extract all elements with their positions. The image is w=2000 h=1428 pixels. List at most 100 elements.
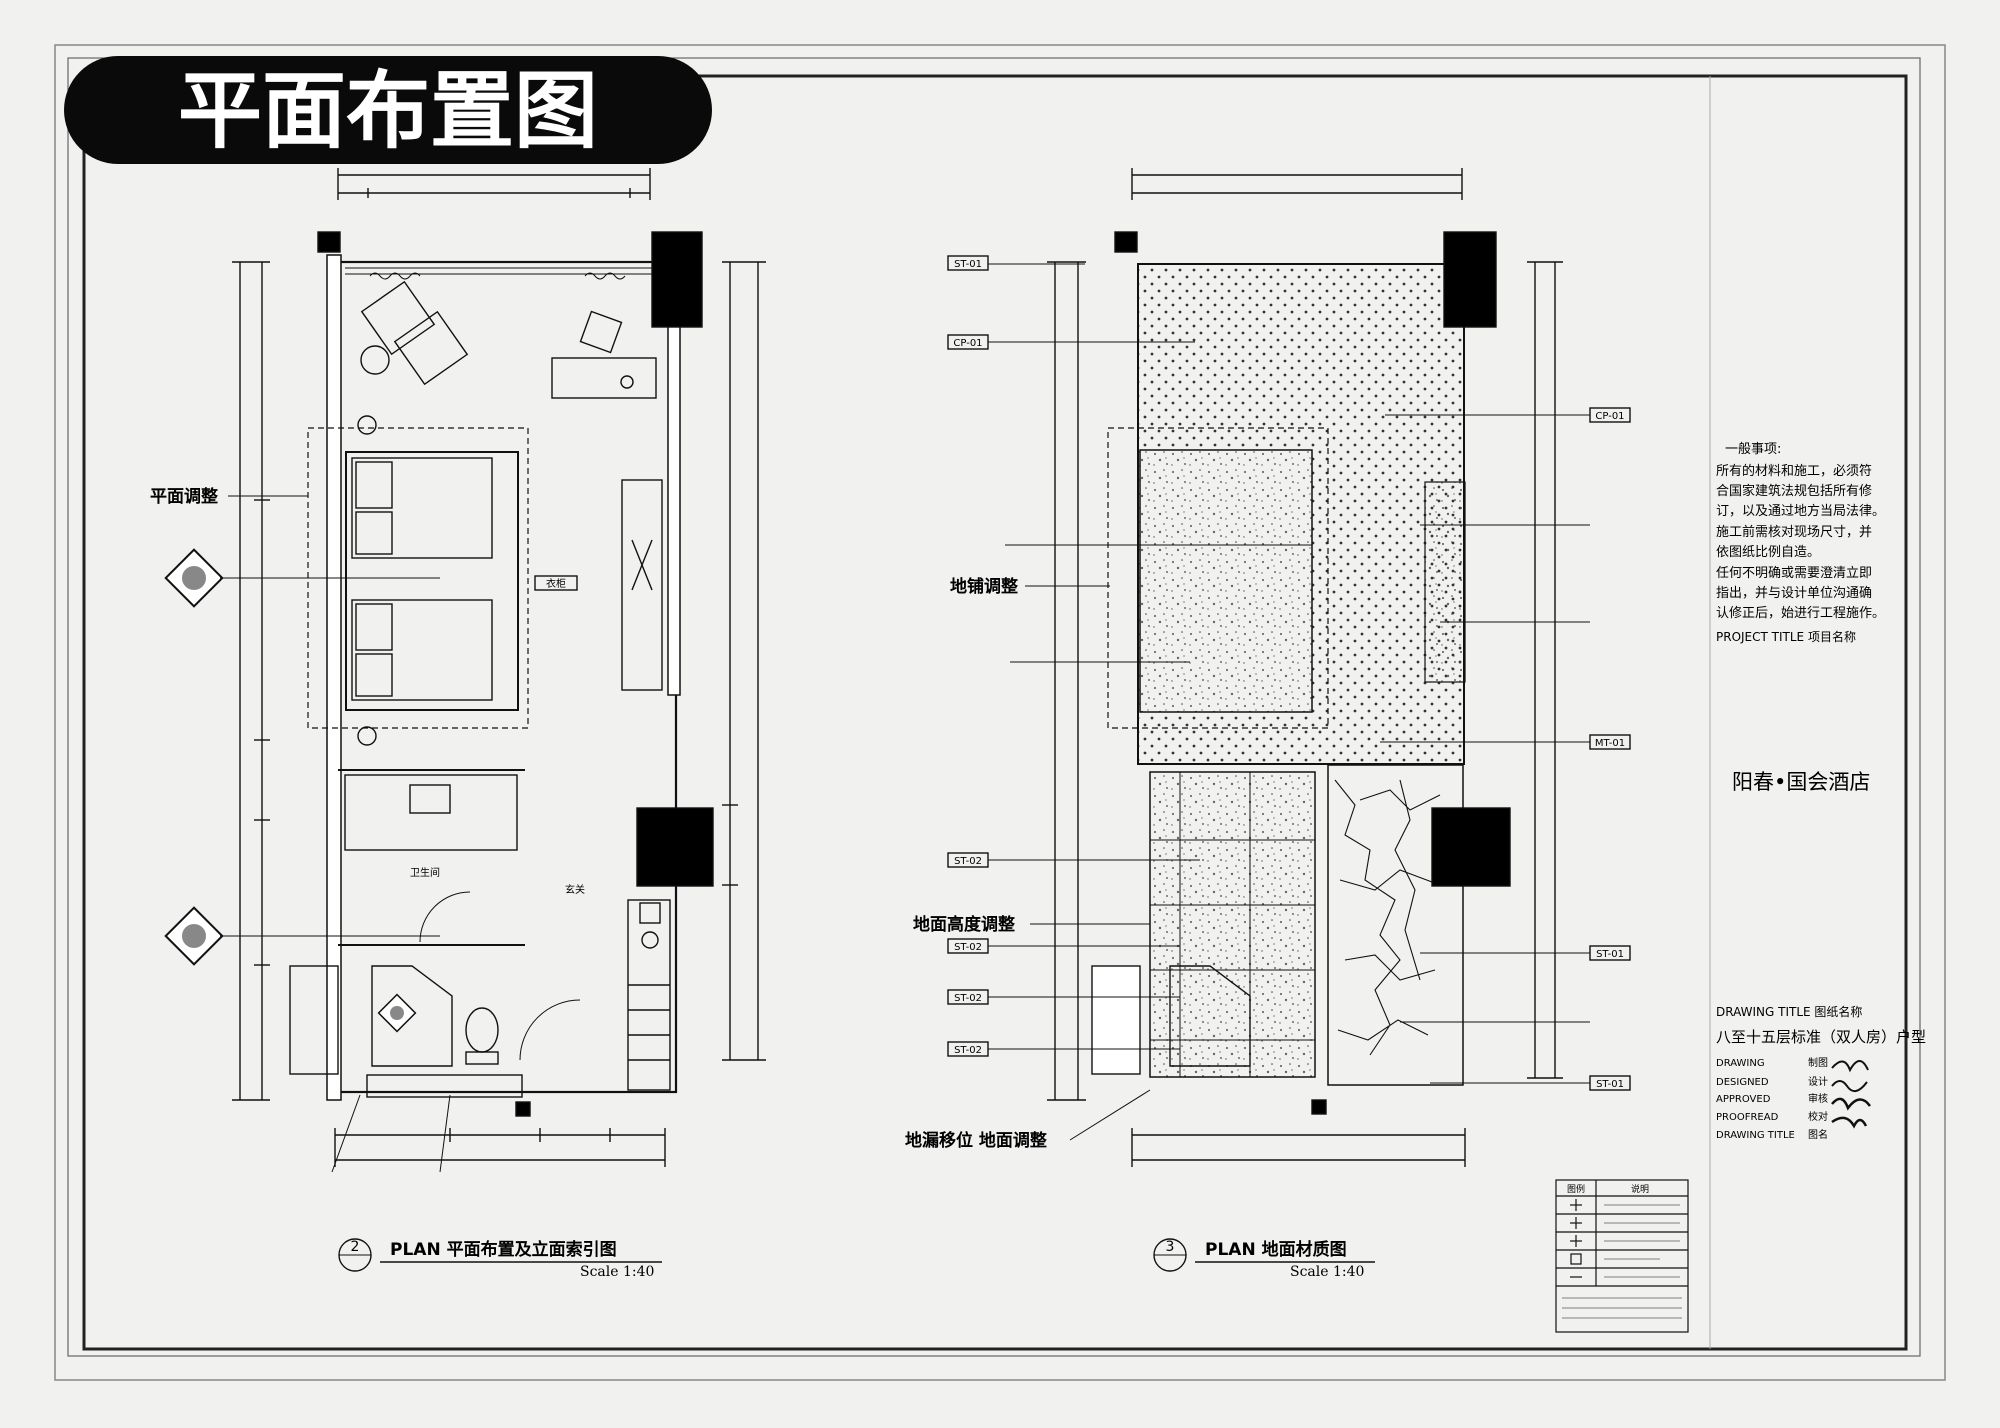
tb-row-cn: 制图 — [1808, 1056, 1828, 1069]
door-swing — [519, 999, 581, 1061]
marble-floor — [1327, 764, 1464, 1086]
notes-line: 依图纸比例自造。 — [1716, 545, 1820, 560]
plan-left — [164, 168, 766, 1272]
tb-row-label: PROOFREAD — [1716, 1112, 1779, 1123]
tb-row-label: APPROVED — [1716, 1094, 1771, 1105]
column — [636, 807, 714, 887]
tag-box — [1589, 734, 1631, 750]
stone-strip — [1424, 481, 1466, 683]
tb-row-cn: 审核 — [1808, 1092, 1828, 1105]
desk-chair — [579, 310, 623, 354]
label-bathroom: 卫生间 — [410, 866, 440, 879]
tag-box — [947, 255, 989, 271]
tag-box — [1589, 1075, 1631, 1091]
annotation-drain-move: 地漏移位 地面调整 — [905, 1130, 1047, 1151]
label-foyer: 玄关 — [565, 883, 585, 896]
shelf-unit — [627, 899, 671, 1091]
general-notes: 一般事项: 所有的材料和施工，必须符 合国家建筑法规包括所有修 订，以及通过地方… — [1716, 441, 1885, 621]
annotation-floor-height: 地面高度调整 — [913, 914, 1015, 935]
tb-row-cn: 设计 — [1808, 1075, 1828, 1088]
marble-veins — [1334, 779, 1441, 1056]
plan-left-number: 2 — [351, 1239, 360, 1255]
bed-2 — [351, 599, 493, 701]
annotation-plan-adjust: 平面调整 — [150, 486, 218, 507]
tag-cp-01: CP-01 — [953, 338, 982, 349]
tag-st-01: ST-01 — [1596, 1079, 1624, 1090]
tag-st-02: ST-02 — [954, 942, 982, 953]
column-cap — [317, 231, 341, 253]
basin — [409, 784, 451, 814]
legend-header: 说明 — [1631, 1183, 1649, 1195]
label-wardrobe: 衣柜 — [546, 577, 566, 590]
tag-box — [1589, 407, 1631, 423]
room-outline — [336, 260, 678, 1094]
notes-line: 订，以及通过地方当局法律。 — [1716, 503, 1885, 519]
desk — [551, 357, 657, 399]
notes-line: 施工前需核对现场尺寸，并 — [1716, 524, 1872, 540]
bed-1 — [351, 457, 493, 559]
pillow — [355, 511, 393, 555]
pillow — [355, 653, 393, 697]
tag-cp-01: CP-01 — [1595, 411, 1624, 422]
notes-line: 认修正后，始进行工程施作。 — [1716, 606, 1885, 621]
tb-row-cn: 图名 — [1808, 1128, 1828, 1141]
tag-box — [947, 989, 989, 1005]
door-swing — [419, 891, 471, 943]
notes-heading: 一般事项: — [1725, 441, 1781, 457]
notes-line: 任何不明确或需要澄清立即 — [1716, 565, 1872, 581]
notes-line: 所有的材料和施工，必须符 — [1716, 463, 1872, 479]
project-name: 阳春•国会酒店 — [1732, 770, 1870, 794]
tag-st-01: ST-01 — [954, 259, 982, 270]
plan-right — [947, 168, 1631, 1272]
banner-title: 平面布置图 — [178, 62, 598, 160]
pillow — [355, 603, 393, 651]
wardrobe — [621, 479, 663, 691]
shower-enclosure — [371, 965, 453, 1067]
tb-row-label: DRAWING — [1716, 1058, 1765, 1069]
tag-st-02: ST-02 — [954, 1045, 982, 1056]
outer-border — [54, 44, 1946, 1381]
tb-row-label: DRAWING TITLE — [1716, 1130, 1795, 1141]
signature — [1831, 1097, 1872, 1111]
tag-box — [1589, 945, 1631, 961]
tag-mt-01: MT-01 — [1595, 738, 1625, 749]
plan-left-title: PLAN 平面布置及立面索引图 — [390, 1239, 617, 1260]
project-label: PROJECT TITLE 项目名称 — [1716, 629, 1856, 644]
label-box — [534, 575, 578, 591]
plan-left-scale: Scale 1:40 — [580, 1264, 654, 1280]
toilet — [465, 1007, 499, 1053]
signature — [1831, 1060, 1869, 1073]
bath-stone-floor — [1149, 771, 1316, 1078]
elevation-index-marker — [377, 993, 417, 1033]
side-table — [360, 345, 390, 375]
drawing-title: 八至十五层标准（双人房）户型 — [1716, 1028, 1926, 1046]
tag-box — [947, 852, 989, 868]
notes-line: 指出，并与设计单位沟通确 — [1716, 586, 1872, 601]
tag-st-02: ST-02 — [954, 993, 982, 1004]
elevation-index-marker — [164, 906, 440, 966]
plan-right-scale: Scale 1:40 — [1290, 1264, 1364, 1280]
legend-header: 图例 — [1567, 1183, 1585, 1195]
mid-border — [67, 57, 1921, 1357]
signature — [1831, 1080, 1868, 1093]
bed-frame — [345, 451, 519, 711]
plan-right-title: PLAN 地面材质图 — [1205, 1239, 1347, 1260]
inner-border — [82, 74, 1908, 1351]
tag-st-01: ST-01 — [1596, 949, 1624, 960]
tag-box — [947, 938, 989, 954]
signature — [1831, 1116, 1868, 1129]
bath-ledge — [366, 1074, 523, 1098]
elevation-index-marker — [164, 548, 440, 608]
armchair — [393, 310, 469, 386]
tag-box — [947, 1041, 989, 1057]
tag-st-02: ST-02 — [954, 856, 982, 867]
notes-line: 合国家建筑法规包括所有修 — [1716, 483, 1872, 499]
material-tags: ST-01 CP-01 CP-01 MT-01 ST-02 ST-02 ST-0… — [953, 259, 1625, 1090]
adjust-zone — [1107, 427, 1329, 729]
plan-right-number: 3 — [1166, 1239, 1175, 1255]
tag-box — [947, 334, 989, 350]
armchair — [360, 280, 436, 356]
drawing-title-label: DRAWING TITLE 图纸名称 — [1716, 1004, 1862, 1019]
